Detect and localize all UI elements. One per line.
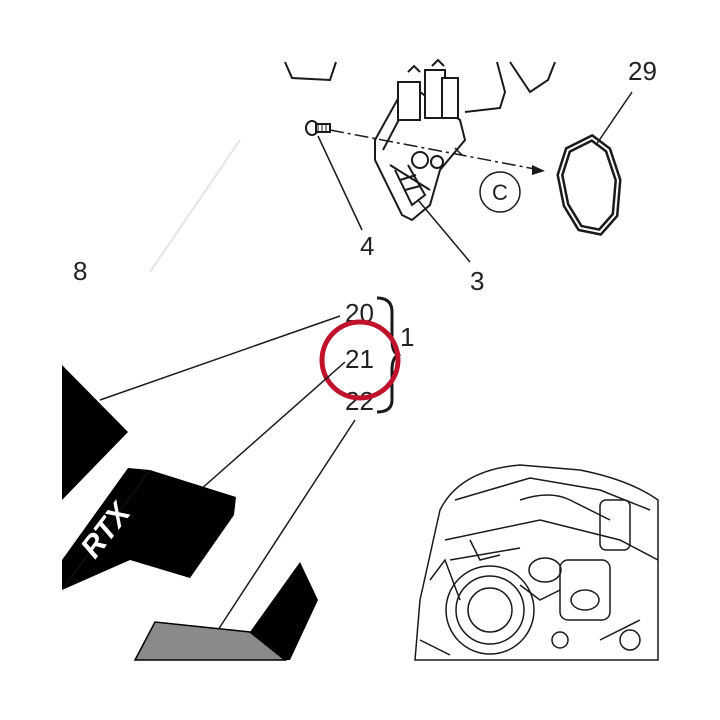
highlight-ring [319, 319, 401, 401]
view-marker-circle [479, 171, 521, 213]
callout-22[interactable]: 22 [345, 386, 374, 416]
leader-3 [417, 199, 471, 263]
leader-21 [199, 361, 346, 491]
faint-guide-line [149, 139, 241, 273]
alignment-arrow [532, 165, 545, 175]
callout-3[interactable]: 3 [470, 266, 484, 296]
view-marker-label: C [492, 180, 508, 205]
decal-22-drawing [133, 562, 318, 661]
leader-22 [217, 419, 356, 631]
decal-21-drawing: RTX [62, 468, 236, 590]
leader-20 [99, 315, 341, 401]
engine-drawing [414, 464, 659, 661]
gasket-ring-drawing [556, 133, 622, 236]
callout-1[interactable]: 1 [400, 322, 414, 352]
leader-29 [595, 91, 633, 146]
callout-29[interactable]: 29 [628, 56, 657, 86]
alignment-line [329, 129, 541, 171]
callout-21[interactable]: 21 [345, 344, 374, 374]
fuel-pump-module-drawing [284, 58, 556, 222]
screw-drawing [305, 120, 331, 136]
leader-4 [317, 135, 363, 231]
callout-8[interactable]: 8 [73, 256, 87, 286]
decal-20-drawing [62, 365, 128, 500]
callout-4[interactable]: 4 [360, 231, 374, 261]
